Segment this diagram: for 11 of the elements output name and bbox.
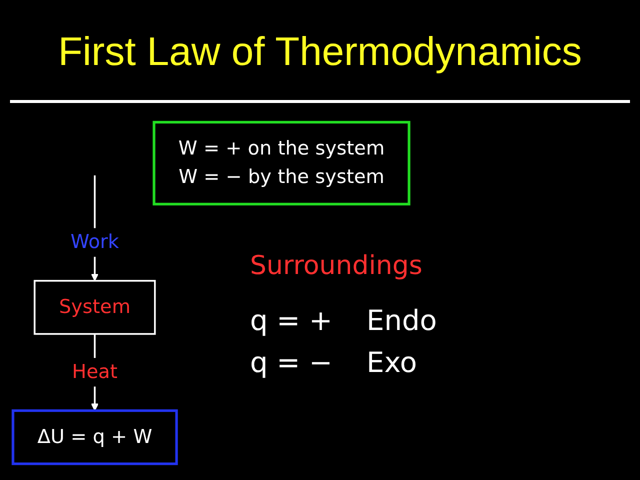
note-text: Endo bbox=[366, 304, 437, 338]
node-box: ΔU = q + W bbox=[12, 409, 178, 466]
edge-label: Heat bbox=[72, 361, 118, 384]
note-text: Exo bbox=[366, 346, 418, 380]
title: First Law of Thermodynamics bbox=[58, 30, 582, 74]
node-box: System bbox=[34, 280, 156, 335]
equation-text: q = − bbox=[250, 346, 332, 380]
node-box: W = + on the system W = − by the system bbox=[152, 120, 410, 206]
edge-label: Work bbox=[70, 232, 120, 254]
equation-text: q = + bbox=[250, 304, 332, 338]
annotation-text: Surroundings bbox=[250, 250, 422, 282]
